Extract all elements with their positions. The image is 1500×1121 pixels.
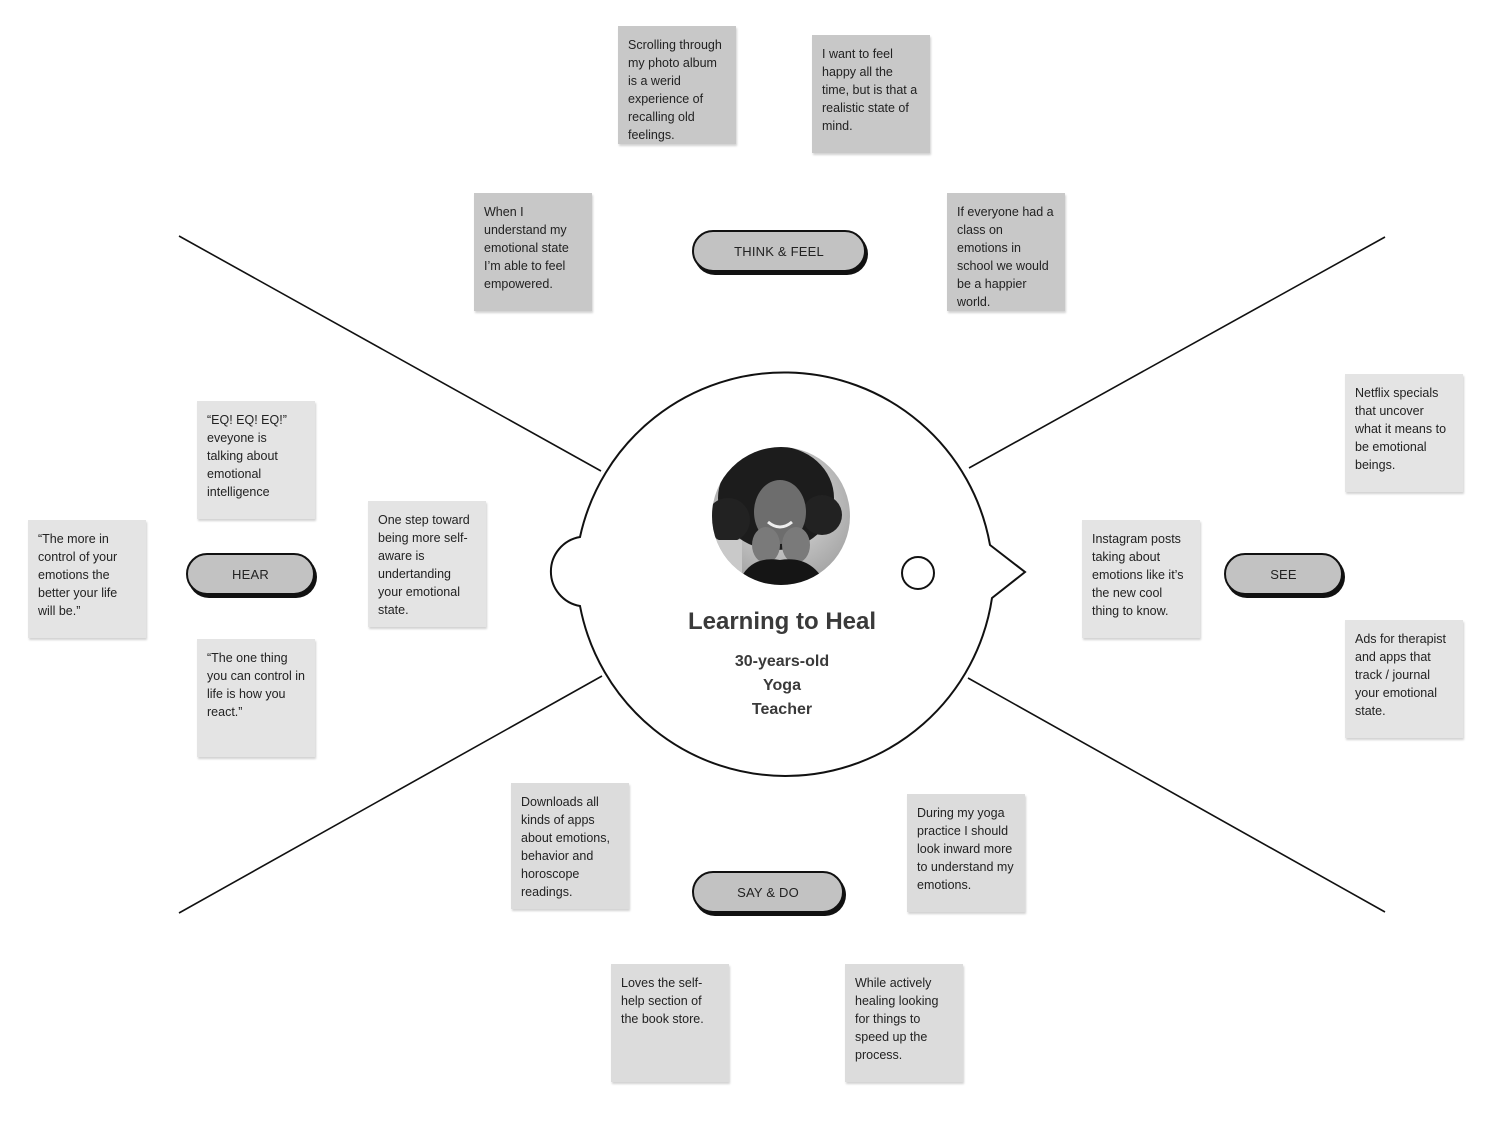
say-do-note-healing: While actively healing looking for thing… xyxy=(845,964,963,1082)
divider-line-bottom-right xyxy=(967,677,1386,913)
see-label: SEE xyxy=(1224,553,1343,595)
think-feel-label: THINK & FEEL xyxy=(692,230,866,272)
hear-note-self-aware: One step toward being more self-aware is… xyxy=(368,501,486,627)
say-do-note-yoga: During my yoga practice I should look in… xyxy=(907,794,1025,912)
eye-circle xyxy=(901,556,935,590)
hear-note-react: “The one thing you can control in life i… xyxy=(197,639,315,757)
hear-label: HEAR xyxy=(186,553,315,595)
think-feel-note-empowered: When I understand my emotional state I’m… xyxy=(474,193,592,311)
hear-note-eq: “EQ! EQ! EQ!” eveyone is talking about e… xyxy=(197,401,315,519)
persona-occupation-line-1: Yoga xyxy=(763,677,801,694)
say-do-label: SAY & DO xyxy=(692,871,844,913)
divider-line-top-left xyxy=(178,235,602,472)
avatar xyxy=(712,447,850,585)
persona-subtitle: 30-years-old Yoga Teacher xyxy=(682,650,882,722)
persona-occupation-line-2: Teacher xyxy=(751,701,813,718)
think-feel-note-class: If everyone had a class on emotions in s… xyxy=(947,193,1065,311)
see-note-netflix: Netflix specials that uncover what it me… xyxy=(1345,374,1463,492)
divider-line-bottom-left xyxy=(178,675,603,914)
divider-line-top-right xyxy=(968,236,1386,469)
persona-title: Learning to Heal xyxy=(687,608,877,635)
think-feel-note-happy: I want to feel happy all the time, but i… xyxy=(812,35,930,153)
say-do-note-apps: Downloads all kinds of apps about emotio… xyxy=(511,783,629,909)
persona-age: 30-years-old xyxy=(734,653,830,670)
see-note-instagram: Instagram posts taking about emotions li… xyxy=(1082,520,1200,638)
hear-note-control: “The more in control of your emotions th… xyxy=(28,520,146,638)
think-feel-note-photo-album: Scrolling through my photo album is a we… xyxy=(618,26,736,144)
see-note-ads: Ads for therapist and apps that track / … xyxy=(1345,620,1463,738)
say-do-note-self-help: Loves the self-help section of the book … xyxy=(611,964,729,1082)
